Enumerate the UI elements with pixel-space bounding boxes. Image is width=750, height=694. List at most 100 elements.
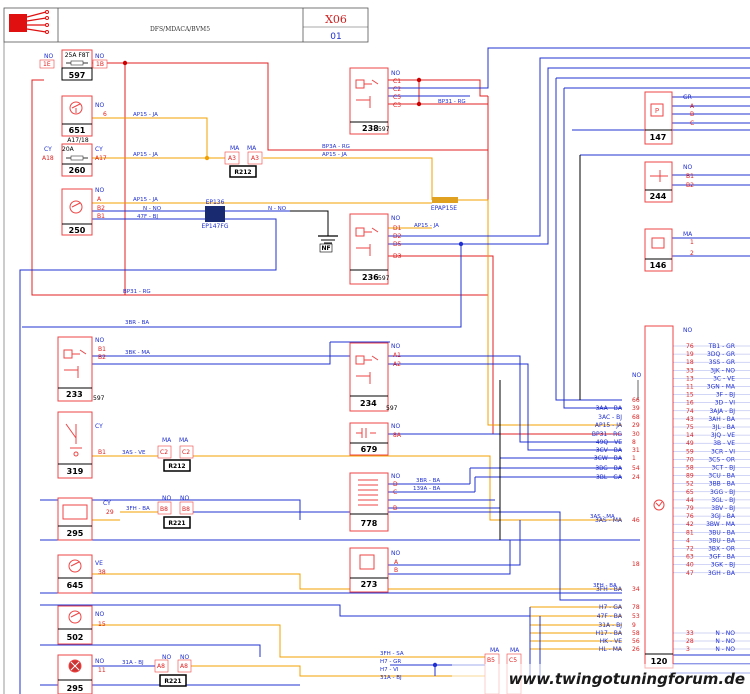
ecu-pin-label: 3CR - VI [711,448,735,455]
component-645: 645 VE 38 [57,554,106,594]
wire-label: BP31 - RG [123,289,151,295]
wire-label: AP15 - JA [322,152,347,158]
pin-label: B [690,111,694,118]
pin-label: D5 [393,241,402,248]
connector-label: R212 [234,169,251,176]
pin-label: B1 [97,213,105,220]
ecu-pin-label: 3DQ - GR [707,351,735,358]
ecu-pin-number: 76 [686,343,694,350]
pin-label: C5 [509,657,517,664]
component-number: 273 [361,580,378,589]
component-number: 778 [361,519,378,528]
connector-label: R212 [168,463,185,470]
wire-label: 139A - BA [413,486,441,492]
component-244: 244 NO B1 B2 [644,161,694,203]
ecu-pin-label: N - NO [715,630,735,637]
pin-label: MA [162,437,172,444]
pin-label: 38 [98,569,106,576]
ecu-pin-number: 39 [632,405,640,412]
splice-epap15e: EPAP15E [431,197,458,212]
ecu-pin-number: 33 [686,630,694,637]
ecu-pin-label: 3BW - MA [706,521,736,528]
component-sub: 597 [378,275,390,282]
pin-label: NO [95,187,104,194]
pin-label: NO [683,327,692,334]
wire-label: AP15 - JA [414,223,439,229]
pin-label: A [97,196,102,203]
pin-label: 15 [98,621,106,628]
pin-label: A18 [42,155,54,162]
pin-label: VE [95,560,103,567]
component-236-relay: 236 597 NO D1 D2 D5 D3 [349,213,402,285]
ecu-pin-number: 68 [632,414,640,421]
fuse-top-label: A17/18 [67,137,89,144]
wire-label: 31A - BJ [380,675,402,681]
wire-label: 3FH - BA [126,506,150,512]
ecu-pin-number: 26 [632,646,640,653]
ecu-pin-number: 79 [686,505,694,512]
ecu-pin-label: 3JQ - VE [711,432,735,439]
pin-label: NO [162,654,171,661]
pin-label: A17 [95,155,107,162]
wire-label: 3AS - MA [590,514,615,520]
component-number: 295 [67,529,84,538]
ecu-pin-label: 3AC - BJ [598,414,622,421]
ecu-pin-label: 3CV - BA [596,447,623,454]
pin-label: D [393,481,398,488]
ecu-pin-number: 49 [686,440,694,447]
ecu-pin-label: 3BL - GA [596,474,623,481]
ecu-pin-number: 30 [632,431,640,438]
pin-label: C3 [393,102,401,109]
splice-ep136: EP136 EP147FG [202,199,229,230]
ecu-pin-label: 3D - VI [715,400,736,407]
pin-label: MA [490,647,500,654]
ecu-pin-number: 58 [632,630,640,637]
pin-label: B8 [160,506,168,513]
component-number: 234 [360,399,377,408]
pin-label: NO [95,337,104,344]
wire-label: 3FH - BA [593,583,617,589]
pin-label: NO [391,215,400,222]
pin-label: D3 [393,253,402,260]
pin-label: NO [391,550,400,557]
pin-label: NO [391,70,400,77]
pin-label: B1 [686,173,694,180]
wire-label: AP15 - JA [133,112,158,118]
component-number: 146 [650,261,667,270]
ecu-pin-number: 59 [686,448,694,455]
ecu-pin-number: 19 [686,351,694,358]
ecu-pin-number: 29 [632,422,640,429]
ecu-pin-number: 13 [686,375,694,382]
ecu-pin-number: 63 [686,554,694,561]
ecu-pin-label: 3AA - BA [596,405,623,412]
component-679: 679 NO 8A [349,422,402,456]
ecu-pin-label: 3BV - BJ [711,505,735,512]
pin-label: MA [683,231,693,238]
wires [19,47,750,694]
ecu-pin-label: N - NO [715,638,735,645]
component-146: 146 MA 1 2 [644,228,694,272]
pin-label: B [393,505,397,512]
ecu-pin-label: 3AH - BA [708,416,736,423]
diagram-page: 01 [330,32,341,42]
pin-label: NO [180,495,189,502]
ecu-pin-number: 8 [632,439,636,446]
ecu-pin-label: 3BU - BA [708,537,735,544]
ecu-pin-label: 3SS - GR [709,359,735,366]
component-number: 120 [651,657,668,666]
wire-label: 31A - BJ [122,660,144,666]
pin-label: 6 [103,111,107,118]
ecu-pin-number: 43 [686,416,694,423]
pin-label: C1 [393,78,401,85]
wire-label: N - NO [143,206,162,212]
wire-label: H7 - GR [380,659,401,665]
ecu-pin-number: 34 [632,586,640,593]
pin-label: B1 [98,346,106,353]
component-number: 597 [69,71,86,80]
pin-label: 11 [98,667,106,674]
ecu-pin-number: 72 [686,546,694,553]
wire-label: 47F - BJ [137,214,158,220]
pin-label: NO [391,343,400,350]
